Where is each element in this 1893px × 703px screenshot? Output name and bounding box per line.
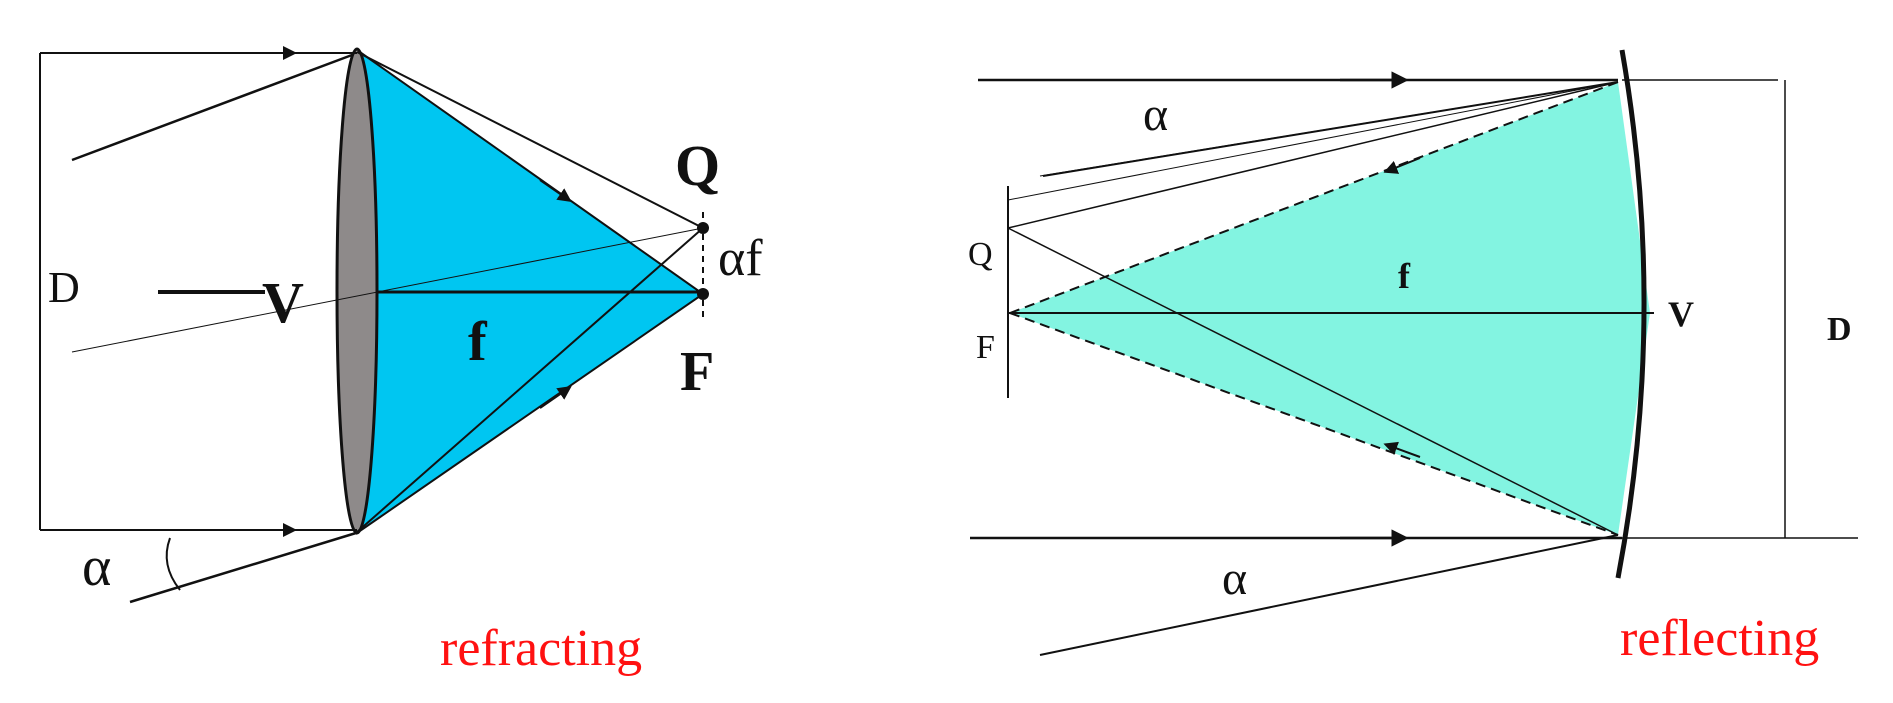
cone-arrow-top [539,179,572,202]
oblique-ray-bottom [1039,534,1619,656]
cone-arrow-return-bottom [1383,441,1421,458]
reflecting-telescope-diagram: α α Q F f V D reflecting [968,49,1858,667]
ray-q-extra-1 [1007,81,1619,201]
caption-refracting: refracting [440,620,642,677]
alpha-angle-arc [165,537,181,591]
label-f-focus: F [976,329,995,366]
objective-lens [335,47,379,535]
label-alpha-top: α [1143,88,1168,141]
label-d: D [1827,311,1852,348]
ray-to-q-top [356,51,704,229]
label-f-focal-length: f [468,311,488,373]
ray-to-q-top [1007,81,1619,229]
refracting-telescope-diagram: D V f F Q αf α refracting [39,46,763,677]
oblique-chief-ray [71,227,704,353]
ray-to-q-bottom [1007,227,1619,536]
ray-to-q-bottom [356,227,704,533]
caption-reflecting: reflecting [1620,610,1819,667]
label-v: V [262,270,304,335]
label-f-focal-length: f [1398,256,1411,296]
reflecting-light-cone [1010,82,1650,535]
label-v: V [1668,294,1694,334]
label-f-focus: F [680,341,714,403]
label-d: D [48,263,80,312]
point-f [697,288,709,300]
cone-arrow-bottom [539,386,572,409]
oblique-ray-bottom [129,531,357,604]
label-alpha-f: αf [718,230,763,287]
cone-edge-top [1009,81,1619,314]
label-q: Q [675,133,720,198]
label-alpha-bottom: α [1222,552,1247,605]
label-alpha: α [82,536,111,598]
cone-arrow-return-top [1383,157,1421,174]
oblique-ray-top [71,53,353,162]
point-q [697,222,709,234]
label-q: Q [968,236,993,273]
cone-edge-bottom [1009,312,1619,536]
ray-q-extra-2 [1039,81,1619,177]
